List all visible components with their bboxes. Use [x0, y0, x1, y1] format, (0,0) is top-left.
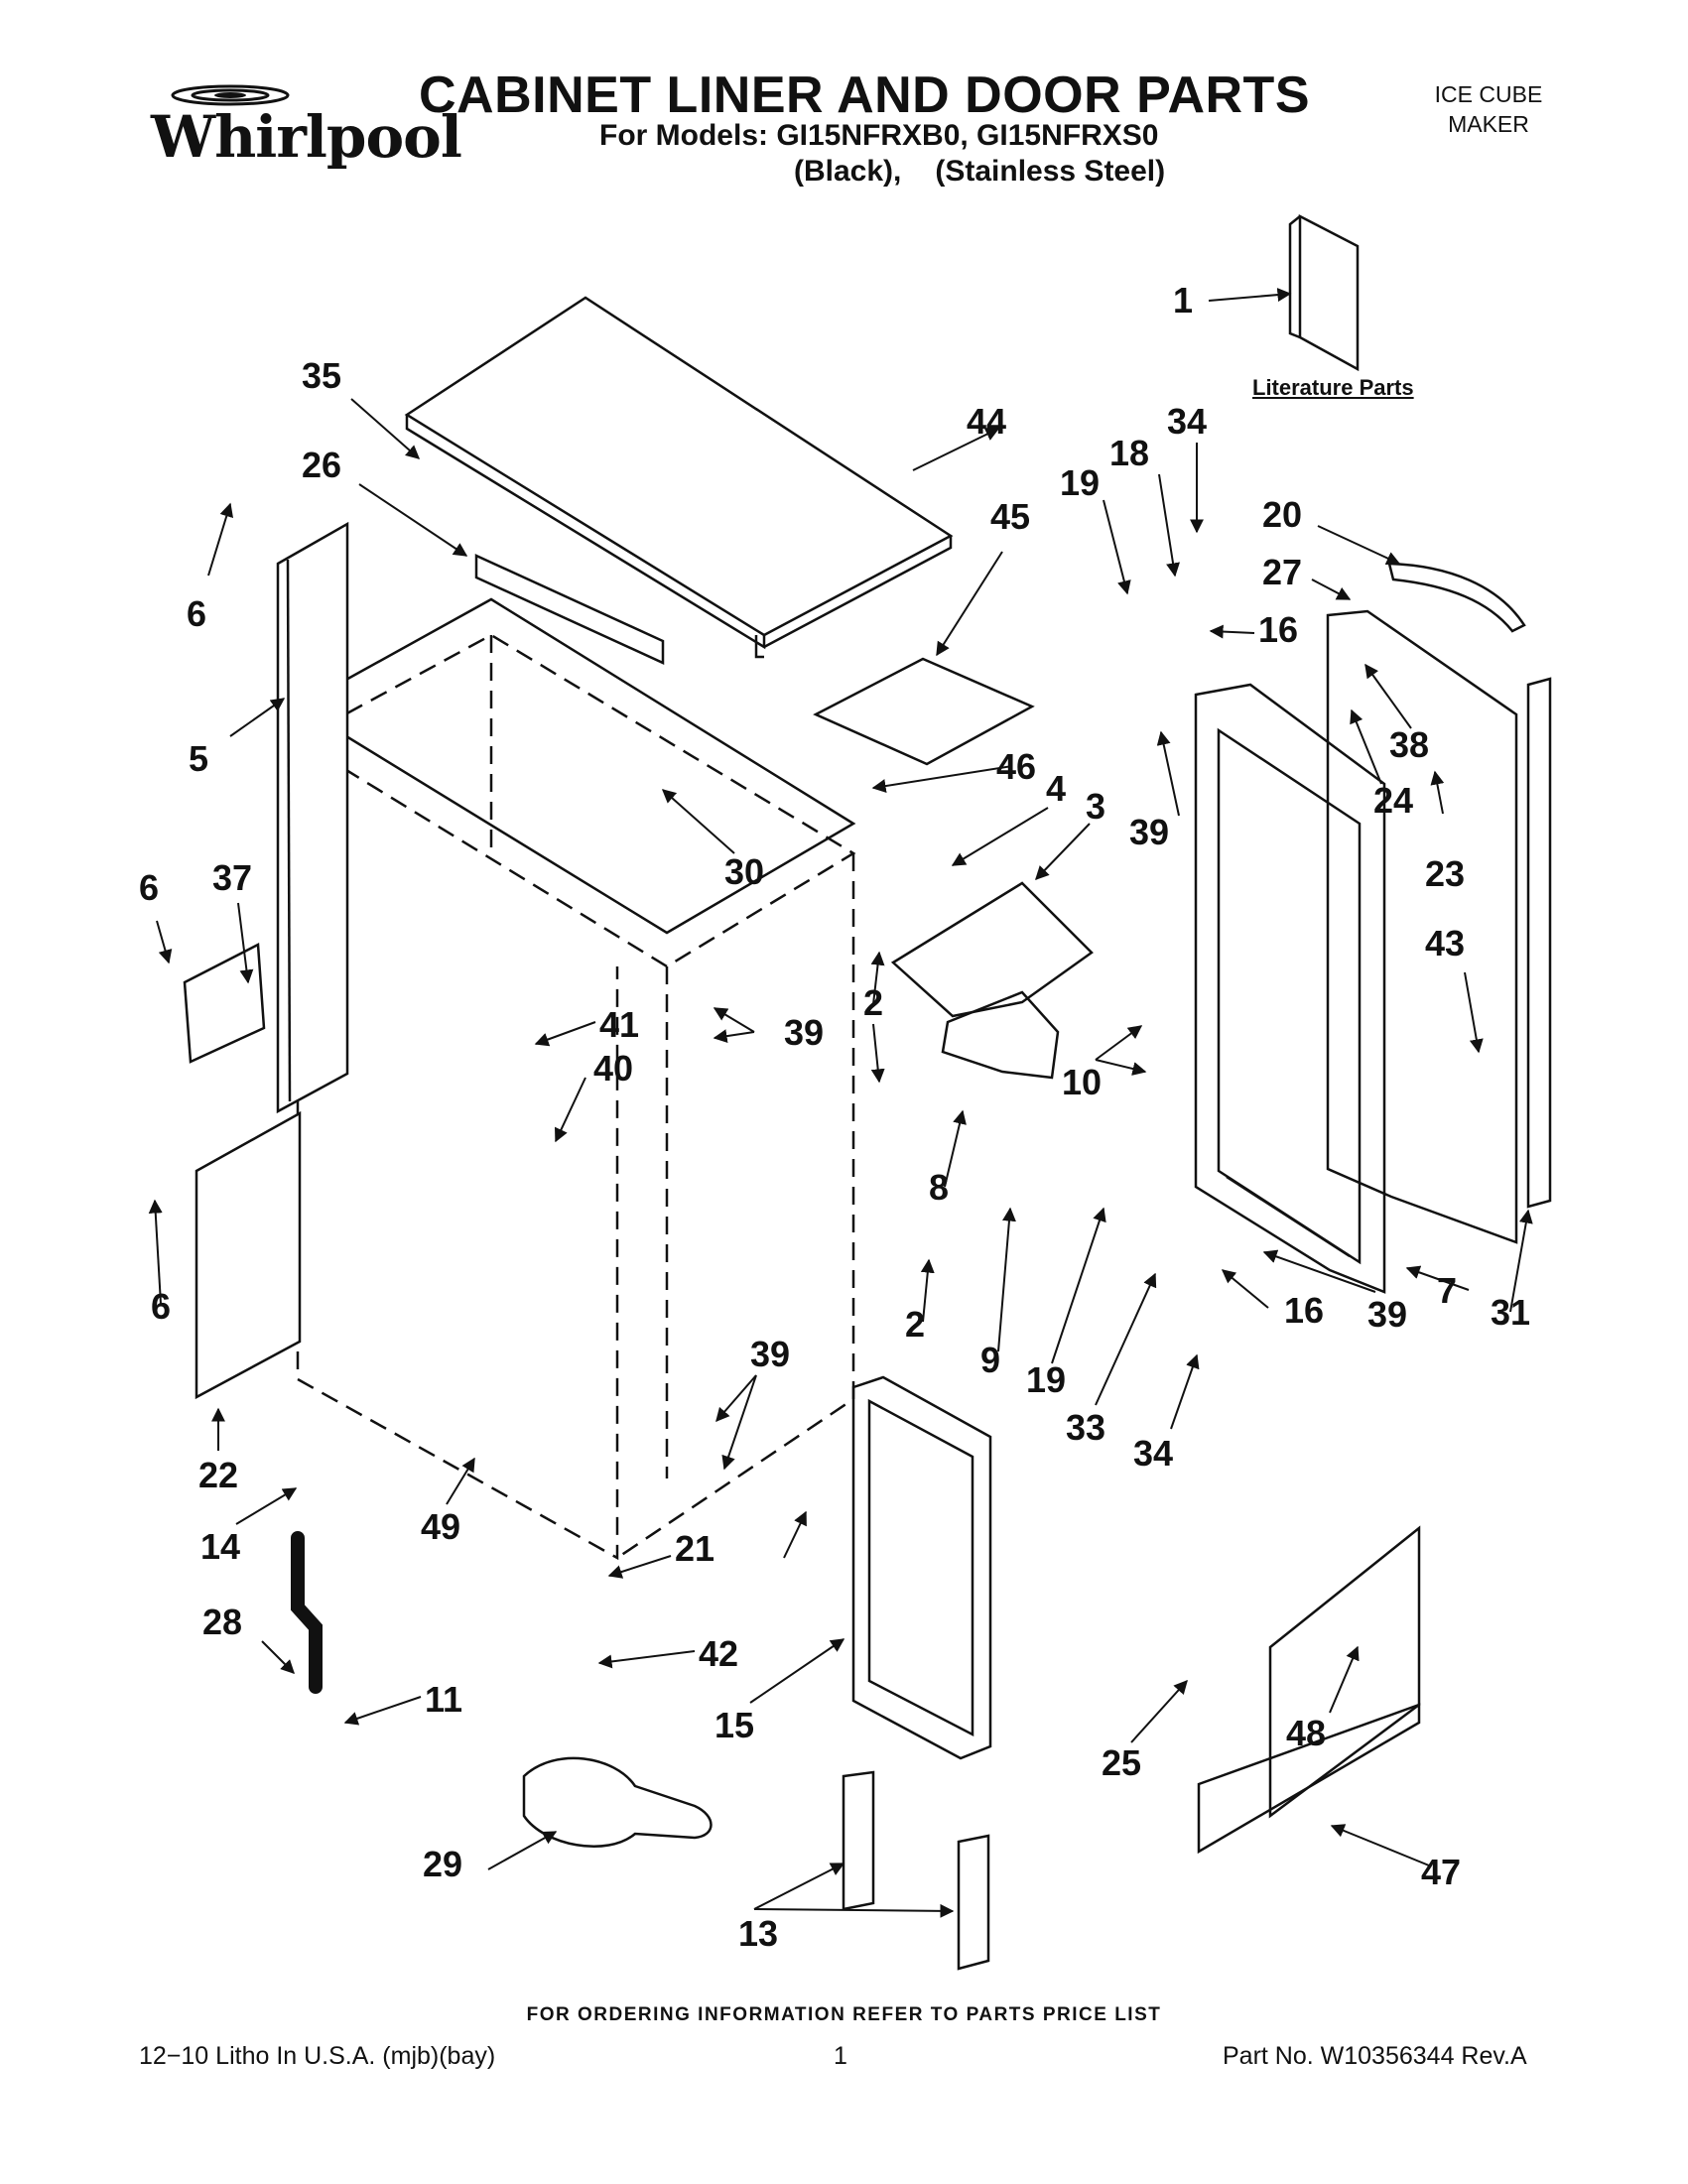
literature-booklet: [1288, 213, 1360, 372]
page-title: CABINET LINER AND DOOR PARTS: [419, 66, 1310, 124]
callout-27: 27: [1262, 552, 1303, 592]
callout-16a: 16: [1258, 609, 1299, 650]
callout-1: 1: [1173, 280, 1194, 321]
bucket-holder: [890, 881, 1094, 1018]
kickplate: [1197, 1525, 1421, 1855]
leader-arrows: [148, 288, 1533, 1918]
callout-9: 9: [980, 1340, 1001, 1380]
top-rail: [474, 554, 665, 665]
product-line-2: MAKER: [1448, 111, 1529, 137]
door-leg-left: [842, 1770, 875, 1911]
callout-6a: 6: [187, 593, 207, 634]
product-line-1: ICE CUBE: [1434, 81, 1543, 107]
callout-43: 43: [1425, 923, 1466, 964]
callout-28: 28: [202, 1602, 243, 1642]
callout-40: 40: [593, 1048, 634, 1089]
ordering-note: FOR ORDERING INFORMATION REFER TO PARTS …: [526, 2004, 1162, 2025]
callout-34b: 34: [1133, 1433, 1174, 1474]
literature-parts-label: Literature Parts: [1252, 375, 1414, 400]
callout-14: 14: [200, 1526, 241, 1567]
part-number: Part No. W10356344 Rev.A: [1223, 2042, 1527, 2070]
callout-6c: 6: [151, 1286, 172, 1327]
callout-8: 8: [929, 1167, 950, 1208]
litho-info: 12−10 Litho In U.S.A. (mjb)(bay): [139, 2042, 496, 2070]
callout-42: 42: [699, 1633, 739, 1674]
door-handle: [1387, 562, 1526, 633]
cabinet-liner: [295, 597, 856, 1561]
deflector: [941, 990, 1060, 1080]
callout-31: 31: [1491, 1292, 1531, 1333]
callout-33: 33: [1066, 1407, 1106, 1448]
product-line: ICE CUBE MAKER: [1389, 79, 1588, 139]
callout-10: 10: [1062, 1062, 1103, 1102]
callout-47: 47: [1421, 1852, 1462, 1892]
ice-scoop: [522, 1756, 713, 1848]
callout-20: 20: [1262, 494, 1303, 535]
callout-39a: 39: [1129, 812, 1170, 852]
callout-13: 13: [738, 1913, 779, 1954]
logo-wordmark: Whirlpool: [151, 103, 462, 171]
callout-23: 23: [1425, 853, 1466, 894]
callout-46: 46: [996, 746, 1037, 787]
callout-38: 38: [1389, 724, 1430, 765]
callout-7: 7: [1437, 1270, 1458, 1311]
callout-41: 41: [599, 1004, 640, 1045]
callout-21: 21: [675, 1528, 715, 1569]
door-leg-right: [957, 1834, 990, 1971]
page-number: 1: [834, 2042, 847, 2070]
callout-4: 4: [1046, 768, 1067, 809]
variant-stainless: (Stainless Steel): [935, 155, 1166, 188]
model-variants: (Black), (Stainless Steel): [794, 155, 1199, 189]
callout-29: 29: [423, 1844, 463, 1884]
callout-44: 44: [967, 401, 1007, 442]
callout-39c: 39: [1367, 1294, 1408, 1335]
callout-15: 15: [714, 1705, 755, 1745]
callout-6b: 6: [139, 867, 160, 908]
callout-35: 35: [302, 355, 342, 396]
lower-left-panel: [195, 1110, 302, 1400]
callout-16b: 16: [1284, 1290, 1325, 1331]
callout-24: 24: [1373, 780, 1414, 821]
callout-18: 18: [1109, 433, 1150, 473]
model-numbers: For Models: GI15NFRXB0, GI15NFRXS0: [599, 119, 1159, 152]
callout-3: 3: [1086, 786, 1106, 827]
callout-26: 26: [302, 445, 342, 485]
callout-34a: 34: [1167, 401, 1208, 442]
callout-25: 25: [1102, 1742, 1142, 1783]
door-gasket-frame: [851, 1375, 992, 1760]
callout-22: 22: [198, 1455, 239, 1495]
callout-37: 37: [212, 857, 253, 898]
gasket-strip: [1526, 677, 1552, 1209]
left-side-panel: [276, 521, 349, 1114]
hinge-bracket: [183, 943, 266, 1064]
callout-2b: 2: [905, 1304, 926, 1345]
variant-black: (Black),: [794, 155, 902, 188]
callout-30: 30: [724, 851, 765, 892]
callout-45: 45: [990, 496, 1031, 537]
callout-2a: 2: [863, 982, 884, 1023]
callout-11: 11: [425, 1679, 463, 1720]
whirlpool-logo: Whirlpool: [139, 77, 462, 177]
top-cover: [404, 296, 954, 659]
door-frame: [1194, 683, 1386, 1294]
drain-hose: [291, 1531, 323, 1694]
callout-39b: 39: [784, 1012, 825, 1053]
callout-19b: 19: [1026, 1359, 1067, 1400]
insulation-pad: [813, 657, 1035, 766]
callout-39d: 39: [750, 1334, 791, 1374]
callout-49: 49: [421, 1506, 461, 1547]
callout-5: 5: [189, 738, 209, 779]
callout-19a: 19: [1060, 462, 1101, 503]
logo-swirl-icon: [171, 84, 290, 106]
outer-door-panel: [1326, 609, 1518, 1244]
callout-48: 48: [1286, 1713, 1327, 1753]
